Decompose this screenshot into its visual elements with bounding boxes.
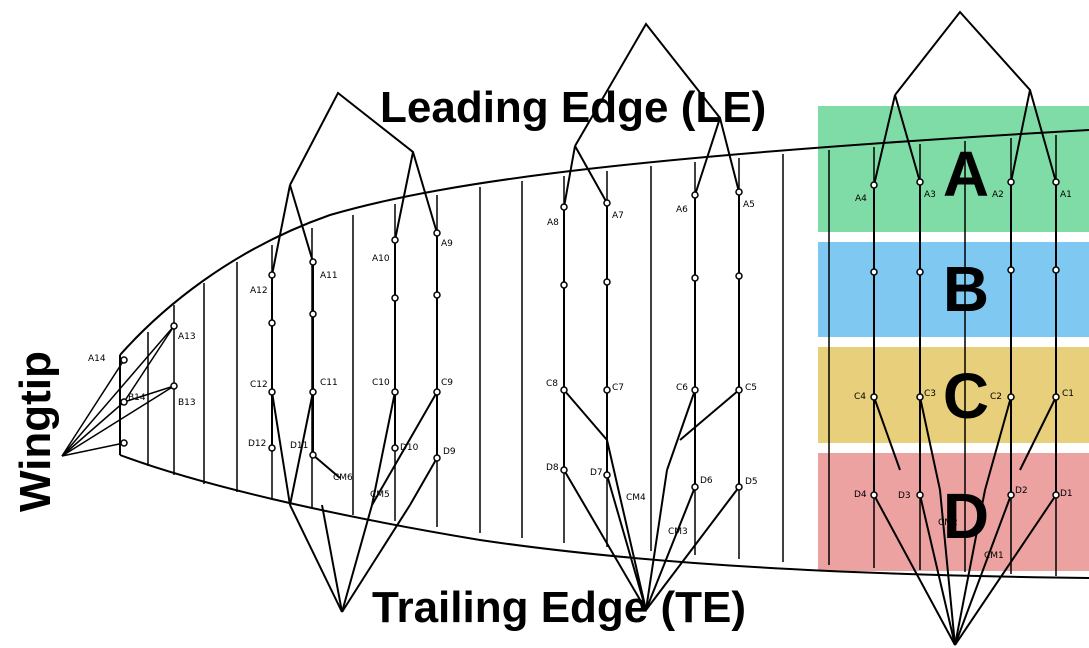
wing-leading-edge <box>119 129 1089 356</box>
label-cm2: CM2 <box>938 518 958 528</box>
label-c10: C10 <box>372 378 390 388</box>
label-d1: D1 <box>1060 489 1073 499</box>
label-a5: A5 <box>743 200 755 210</box>
wingtip-label: Wingtip <box>11 351 60 512</box>
label-c12: C12 <box>250 380 268 390</box>
label-c7: C7 <box>612 383 624 393</box>
label-d5: D5 <box>745 477 758 487</box>
label-c6: C6 <box>676 383 688 393</box>
label-cm3: CM3 <box>668 527 688 537</box>
label-a4: A4 <box>855 194 867 204</box>
band-b <box>818 242 1089 337</box>
label-c1: C1 <box>1062 389 1074 399</box>
trailing-edge-label: Trailing Edge (TE) <box>372 583 746 632</box>
wing-trailing-edge <box>119 454 1089 579</box>
line-labels: A14 B14 A13 B13 A12 A11 A10 A9 C12 C11 C… <box>88 190 1074 561</box>
label-a12: A12 <box>250 286 268 296</box>
label-c4: C4 <box>854 392 866 402</box>
band-d-letter: D <box>943 480 989 552</box>
wingtip-nodes <box>120 322 178 447</box>
label-a9: A9 <box>441 239 453 249</box>
label-a14: A14 <box>88 354 106 364</box>
band-a <box>818 106 1089 232</box>
label-d2: D2 <box>1015 486 1028 496</box>
cascade-1-nodes <box>268 229 441 462</box>
label-b13: B13 <box>178 398 196 408</box>
label-d12: D12 <box>248 439 266 449</box>
line-cascade-1 <box>271 91 438 613</box>
label-a2: A2 <box>992 190 1004 200</box>
wingtip-lines <box>61 325 175 457</box>
cascade-2-nodes <box>560 188 743 491</box>
label-c11: C11 <box>320 378 338 388</box>
label-c8: C8 <box>546 379 558 389</box>
label-a10: A10 <box>372 254 390 264</box>
label-cm4: CM4 <box>626 493 646 503</box>
band-b-letter: B <box>943 253 989 325</box>
label-d9: D9 <box>443 447 456 457</box>
label-a13: A13 <box>178 332 196 342</box>
label-c3: C3 <box>924 389 936 399</box>
line-cascade-2 <box>563 22 740 611</box>
label-d3: D3 <box>898 491 911 501</box>
label-a7: A7 <box>612 211 624 221</box>
label-c5: C5 <box>745 383 757 393</box>
label-d4: D4 <box>854 490 867 500</box>
label-b14: B14 <box>128 393 146 403</box>
label-cm6: CM6 <box>333 473 353 483</box>
label-d7: D7 <box>590 468 603 478</box>
label-c2: C2 <box>990 392 1002 402</box>
band-c <box>818 347 1089 443</box>
label-a8: A8 <box>547 218 559 228</box>
label-d8: D8 <box>546 463 559 473</box>
label-a11: A11 <box>320 271 338 281</box>
label-c9: C9 <box>441 378 453 388</box>
cascade-3-nodes <box>870 178 1060 499</box>
line-cascade-3 <box>873 10 1057 646</box>
label-a1: A1 <box>1060 190 1072 200</box>
leading-edge-label: Leading Edge (LE) <box>380 83 766 132</box>
band-a-letter: A <box>943 138 989 210</box>
label-cm5: CM5 <box>370 490 390 500</box>
label-a6: A6 <box>676 205 688 215</box>
label-a3: A3 <box>924 190 936 200</box>
label-d6: D6 <box>700 476 713 486</box>
label-d10: D10 <box>400 443 419 453</box>
band-c-letter: C <box>943 360 989 432</box>
label-d11: D11 <box>290 441 308 451</box>
label-cm1: CM1 <box>984 551 1004 561</box>
